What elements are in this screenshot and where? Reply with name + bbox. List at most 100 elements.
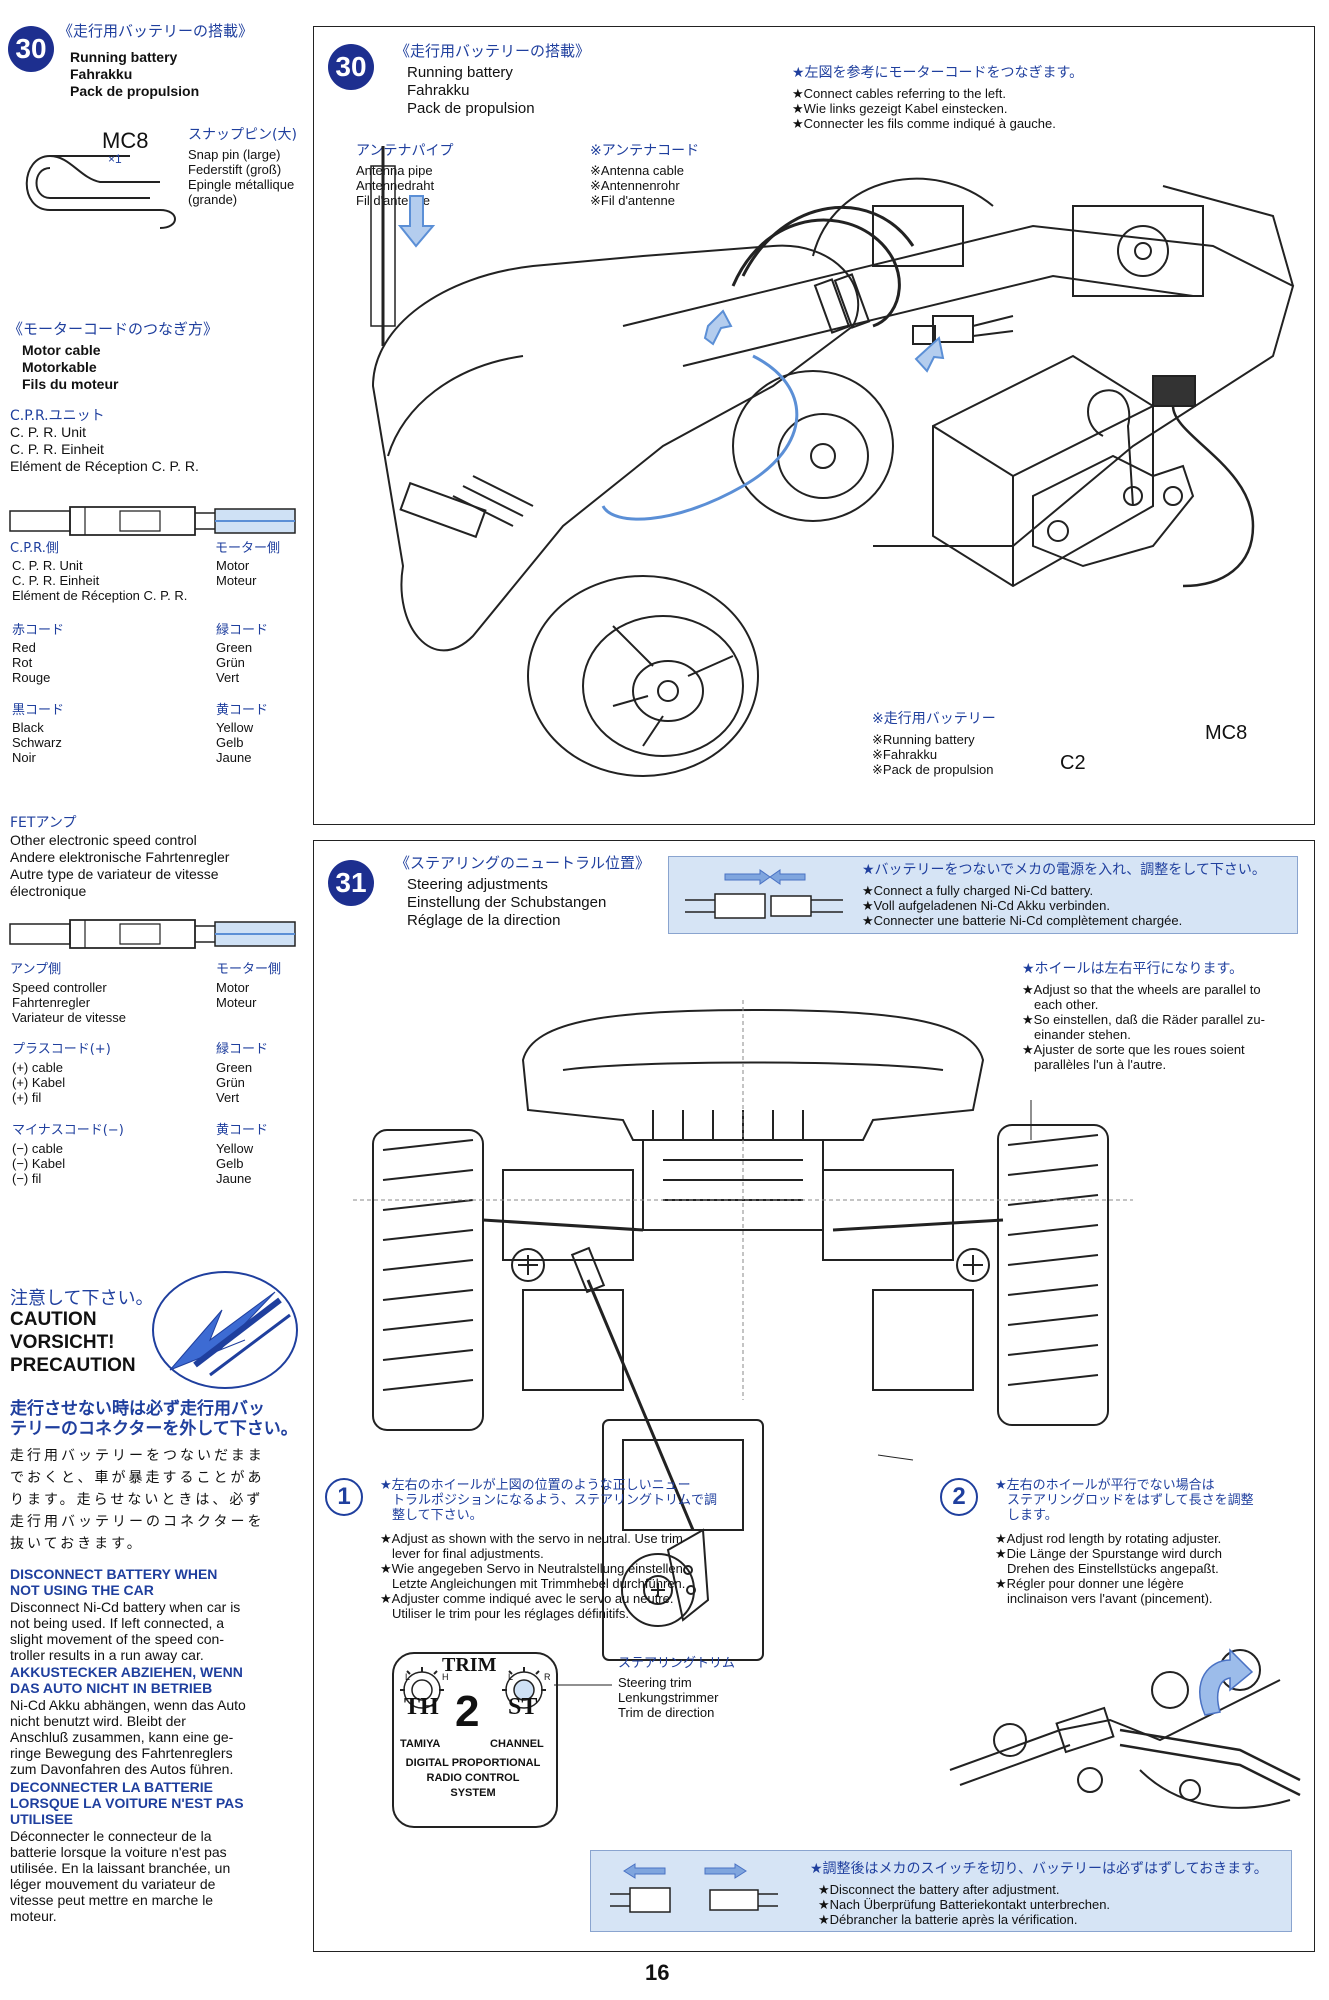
disconnect-battery-jp: ★調整後はメカのスイッチを切り、バッテリーは必ずはずしておきます。: [810, 1861, 1268, 1877]
snap-pin-illustration: [25, 155, 176, 229]
caution-arrow-icon: [152, 1271, 298, 1389]
radio-st-label: ST: [508, 1694, 538, 1720]
fet-motor-side-jp: モーター側: [216, 962, 282, 977]
amp-side-label: Speed controller Fahrtenregler Variateur…: [12, 980, 126, 1025]
radio-system-text: DIGITAL PROPORTIONAL RADIO CONTROL SYSTE…: [405, 1757, 541, 1799]
connect-battery-box: [668, 856, 1298, 934]
connector-pull-illustration: [610, 1863, 778, 1913]
fet-yellow-label: Yellow Gelb Jaune: [216, 1141, 254, 1186]
connect-instruction: ★Connect cables referring to the left. ★…: [792, 86, 1056, 131]
radio-two-label: 2: [455, 1687, 480, 1736]
part-mc8-label: MC8: [1205, 722, 1248, 744]
step-1-text: ★Adjust as shown with the servo in neutr…: [380, 1531, 687, 1621]
fet-amp-jp: FETアンプ: [10, 815, 77, 831]
step-1-circle: 1: [325, 1478, 363, 1516]
radio-brand: TAMIYA: [400, 1738, 441, 1750]
step-2-jp: ★左右のホイールが平行でない場合は ステアリングロッドをはずして長さを調整 しま…: [995, 1478, 1254, 1523]
fet-amp-label: Other electronic speed control Andere el…: [10, 832, 230, 899]
step-1-jp: ★左右のホイールが上図の位置のような正しいニュー トラルポジションになるよう、ス…: [380, 1478, 718, 1523]
antenna-pipe-jp: アンテナパイプ: [356, 143, 454, 159]
radio-l1: L: [405, 1672, 411, 1682]
steering-trim-label: Steering trim Lenkungstrimmer Trim de di…: [618, 1675, 719, 1720]
connect-battery-text: ★Connect a fully charged Ni-Cd battery. …: [862, 883, 1183, 928]
caution-jp-body: 走行用バッテリーをつないだまま でおくと、車が暴走することがあ ります。走らせな…: [10, 1448, 265, 1552]
motor-side-label: Motor Moteur: [216, 558, 257, 588]
radio-h1: H: [442, 1672, 449, 1682]
step-30-panel-title: Running battery Fahrakku Pack de propuls…: [407, 64, 535, 117]
trim-dials-icon: [400, 1667, 546, 1709]
step-30-jp-title: 《走行用バッテリーの搭載》: [58, 22, 254, 40]
step-30-badge: 30: [8, 26, 54, 72]
fet-yellow-jp: 黄コード: [216, 1123, 269, 1138]
caution-jp: 注意して下さい。: [10, 1288, 154, 1309]
antenna-cable-label: ※Antenna cable ※Antennenrohr ※Fil d'ante…: [590, 163, 685, 208]
caution-de-body: Ni-Cd Akku abhängen, wenn das Auto nicht…: [10, 1697, 246, 1777]
chassis-battery-illustration: [370, 146, 1295, 777]
motor-cable-title: Motor cable Motorkable Fils du moteur: [22, 342, 119, 392]
disconnect-battery-box: [590, 1850, 1292, 1932]
trim-callout-line: [554, 1684, 612, 1686]
caution-fr-body: Déconnecter le connecteur de la batterie…: [10, 1828, 231, 1924]
caution-en-head: DISCONNECT BATTERY WHEN NOT USING THE CA…: [10, 1566, 218, 1598]
steering-topview-illustration: [353, 1000, 1133, 1661]
cpr-side-label: C. P. R. Unit C. P. R. Einheit Elément d…: [12, 558, 188, 603]
minus-cable-label: (−) cable (−) Kabel (−) fil: [12, 1141, 66, 1186]
caution-title: CAUTION VORSICHT! PRECAUTION: [10, 1309, 136, 1376]
motor-side-jp: モーター側: [215, 541, 281, 556]
snap-pin-qty: ×1: [108, 152, 122, 166]
connect-instruction-jp: ★左図を参考にモーターコードをつなぎます。: [792, 65, 1084, 81]
fet-connector-illustration: [9, 919, 296, 949]
connect-battery-jp: ★バッテリーをつないでメカの電源を入れ、調整をして下さい。: [862, 862, 1266, 878]
minus-cable-jp: マイナスコード(−): [12, 1123, 124, 1138]
step-31-panel-badge: 31: [328, 860, 374, 906]
black-cable-jp: 黒コード: [12, 703, 65, 718]
cpr-unit-label: C. P. R. Unit C. P. R. Einheit Elément d…: [10, 424, 199, 474]
rod-adjuster-illustration: [949, 1648, 1301, 1809]
steering-trim-jp: ステアリングトリム: [618, 1656, 736, 1671]
radio-th-label: TH: [404, 1694, 439, 1720]
page-number: 16: [645, 1960, 670, 1985]
green-cable-label: Green Grün Vert: [216, 640, 253, 685]
step-30-panel: [313, 26, 1315, 825]
caution-en-body: Disconnect Ni-Cd battery when car is not…: [10, 1599, 241, 1663]
step-31-jp-title: 《ステアリングのニュートラル位置》: [395, 854, 651, 872]
red-cable-jp: 赤コード: [12, 623, 65, 638]
fet-green-jp: 緑コード: [216, 1042, 269, 1057]
disconnect-battery-text: ★Disconnect the battery after adjustment…: [818, 1882, 1111, 1927]
fet-motor-side-label: Motor Moteur: [216, 980, 257, 1010]
snap-pin-jp: スナップピン(大): [188, 127, 297, 143]
antenna-cable-jp: ※アンテナコード: [590, 143, 700, 159]
step-2-text: ★Adjust rod length by rotating adjuster.…: [995, 1531, 1223, 1606]
connector-push-illustration: [685, 869, 843, 919]
plus-cable-label: (+) cable (+) Kabel (+) fil: [12, 1060, 66, 1105]
cpr-connector-illustration: [9, 506, 296, 536]
radio-trim-label: TRIM: [442, 1654, 497, 1676]
caution-fr-head: DECONNECTER LA BATTERIE LORSQUE LA VOITU…: [10, 1779, 244, 1827]
cpr-unit-jp: C.P.R.ユニット: [10, 408, 105, 424]
snap-pin-code: MC8: [102, 128, 149, 153]
motor-cable-jp-title: 《モーターコードのつなぎ方》: [8, 320, 219, 338]
amp-side-jp: アンプ側: [10, 962, 62, 977]
part-c2-label: C2: [1060, 752, 1086, 774]
radio-l2: L: [508, 1672, 514, 1682]
radio-r2: R: [544, 1672, 551, 1682]
running-battery-jp: ※走行用バッテリー: [872, 711, 996, 727]
plus-cable-jp: プラスコード(+): [12, 1042, 111, 1057]
step-2-circle: 2: [940, 1478, 978, 1516]
step-30-panel-jp-title: 《走行用バッテリーの搭載》: [395, 42, 591, 60]
running-battery-label: ※Running battery ※Fahrakku ※Pack de prop…: [872, 732, 994, 777]
yellow-cable-label: Yellow Gelb Jaune: [216, 720, 254, 765]
step-31-title: Steering adjustments Einstellung der Sch…: [407, 876, 607, 929]
caution-jp-head: 走行させない時は必ず走行用バッ テリーのコネクターを外して下さい。: [10, 1399, 298, 1439]
fet-green-label: Green Grün Vert: [216, 1060, 253, 1105]
step-30-panel-badge: 30: [328, 44, 374, 90]
radio-channel: CHANNEL: [490, 1738, 544, 1750]
wheels-parallel-jp: ★ホイールは左右平行になります。: [1022, 961, 1244, 977]
yellow-cable-jp: 黄コード: [216, 703, 269, 718]
black-cable-label: Black Schwarz Noir: [12, 720, 62, 765]
red-cable-label: Red Rot Rouge: [12, 640, 51, 685]
snap-pin-label: Snap pin (large) Federstift (groß) Eping…: [188, 147, 295, 207]
caution-de-head: AKKUSTECKER ABZIEHEN, WENN DAS AUTO NICH…: [10, 1664, 243, 1696]
step-30-title: Running battery Fahrakku Pack de propuls…: [70, 49, 200, 99]
green-cable-jp: 緑コード: [216, 623, 269, 638]
